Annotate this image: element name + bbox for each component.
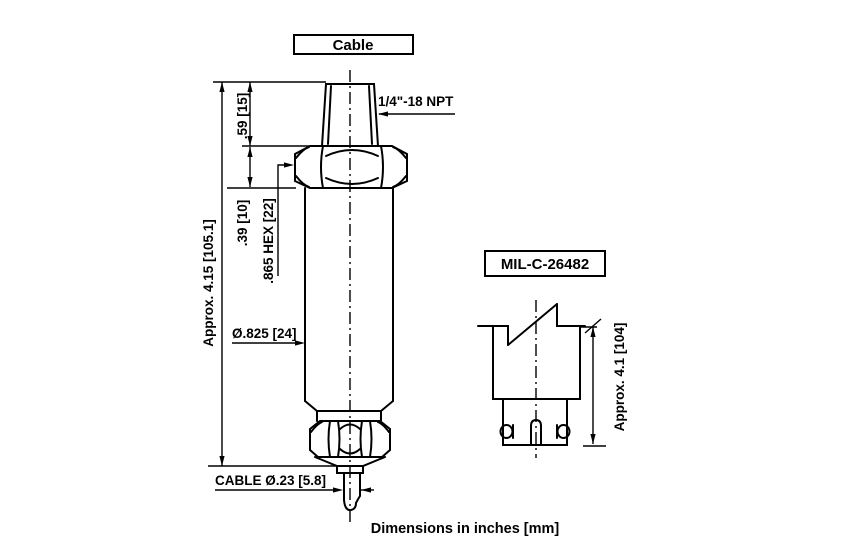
wrench-hex-shape xyxy=(294,145,408,189)
connector-height-dimension: Approx. 4.1 [104] xyxy=(612,323,627,432)
cable-diameter-dimension: CABLE Ø.23 [5.8] xyxy=(215,473,326,488)
connector-dimension-lines xyxy=(580,318,606,447)
main-transducer-drawing: Cable xyxy=(201,34,455,524)
npt-thread-label: 1/4"-18 NPT xyxy=(378,94,454,109)
cylinder-body-shape xyxy=(304,187,394,422)
overall-height-dimension: Approx. 4.15 [105.1] xyxy=(201,219,216,347)
main-dimension-lines xyxy=(208,81,455,493)
body-diameter-dimension: Ø.825 [24] xyxy=(232,326,297,341)
thread-length-dimension: .59 [15] xyxy=(235,93,250,140)
hex-height-dimension: .39 [10] xyxy=(235,200,250,247)
connector-spec-label: MIL-C-26482 xyxy=(501,256,589,273)
units-caption: Dimensions in inches [mm] xyxy=(371,521,560,537)
cable-gland-nut-shape xyxy=(309,420,391,458)
connector-body-shape xyxy=(477,303,586,446)
connector-drawing: MIL-C-26482 Approx. 4.1 [10 xyxy=(477,250,627,458)
hex-width-dimension: .865 HEX [22] xyxy=(261,198,276,284)
cable-label-box xyxy=(293,34,414,55)
cable-exit-shape xyxy=(314,456,386,512)
connector-spec-box xyxy=(484,250,606,277)
cable-label: Cable xyxy=(333,37,374,54)
